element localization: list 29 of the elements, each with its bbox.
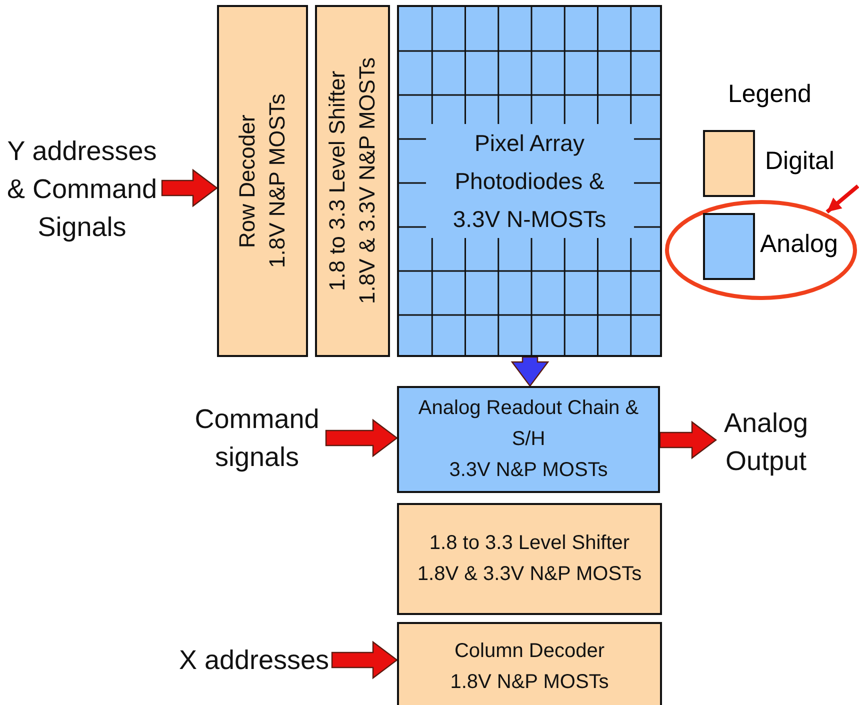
legend-text: Analog: [760, 230, 838, 259]
block-arrow: [331, 640, 398, 680]
signal-label: Command signals: [188, 398, 326, 478]
block-text: 1.8V N&P MOSTs: [450, 670, 609, 695]
signal-label: X addresses: [176, 640, 332, 680]
digital-block: [315, 5, 390, 357]
analog-block: [397, 386, 660, 493]
digital-block: [397, 622, 662, 705]
block-text: Row Decoder: [234, 114, 260, 248]
block-text: Analog Readout Chain & S/H: [417, 396, 640, 452]
digital-block: [217, 5, 308, 357]
block-text: 1.8V N&P MOSTs: [264, 94, 290, 268]
digital-block: [397, 503, 662, 615]
block-text: 1.8 to 3.3 Level Shifter: [324, 70, 350, 292]
block-arrow: [510, 356, 550, 387]
signal-label: Y addresses & Command Signals: [2, 132, 162, 246]
block-text: 1.8V & 3.3V N&P MOSTs: [354, 58, 380, 304]
signal-label: Analog Output: [716, 403, 816, 481]
block-text: 1.8 to 3.3 Level Shifter: [429, 531, 630, 556]
block-text: 3.3V N&P MOSTs: [449, 458, 608, 483]
legend-title: Legend: [728, 80, 812, 109]
block-arrow: [325, 418, 398, 458]
legend-text: Digital: [765, 147, 834, 176]
pixel-array-block: [397, 5, 662, 357]
block-text: Pixel Array Photodiodes & 3.3V N-MOSTs: [426, 124, 634, 238]
block-arrow: [161, 168, 218, 208]
block-text: Column Decoder: [454, 639, 605, 664]
block-text: 1.8V & 3.3V N&P MOSTs: [417, 562, 642, 587]
block-arrow: [659, 420, 717, 460]
